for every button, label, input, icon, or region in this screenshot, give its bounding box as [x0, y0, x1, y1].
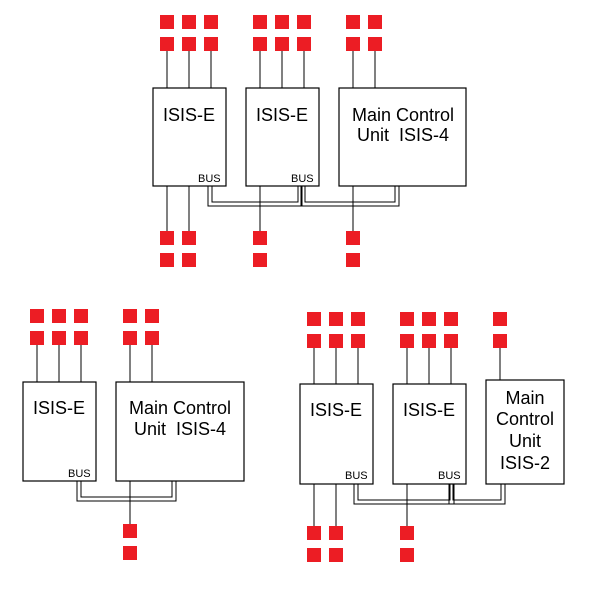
device-node	[52, 331, 66, 345]
device-node	[253, 37, 267, 51]
config-bottom-left: ISIS-E Main Control Unit ISIS-4 BUS	[22, 309, 245, 560]
device-node	[329, 312, 343, 326]
device-node	[123, 546, 137, 560]
isis-e-unit	[22, 381, 97, 482]
device-node	[351, 312, 365, 326]
isis-e-unit	[392, 383, 467, 485]
device-node	[444, 334, 458, 348]
device-node	[400, 548, 414, 562]
device-node	[204, 37, 218, 51]
unit-label: Main	[505, 388, 544, 408]
device-node	[275, 37, 289, 51]
device-node	[74, 309, 88, 323]
device-node	[253, 231, 267, 245]
bus-connector	[211, 186, 299, 203]
device-node	[346, 231, 360, 245]
bus-connector	[452, 484, 502, 501]
main-control-unit	[485, 379, 565, 485]
main-control-unit	[115, 381, 245, 482]
unit-label: ISIS-E	[33, 398, 85, 418]
device-node	[145, 331, 159, 345]
bus-connector	[80, 481, 173, 498]
device-node	[253, 15, 267, 29]
unit-label: Main Control	[352, 105, 454, 125]
unit-label: Control	[496, 409, 554, 429]
unit-label: Unit ISIS-4	[134, 419, 226, 439]
device-node	[329, 334, 343, 348]
bus-connector	[76, 481, 177, 502]
device-node	[493, 312, 507, 326]
device-node	[160, 253, 174, 267]
device-node	[422, 334, 436, 348]
device-node	[182, 37, 196, 51]
unit-label: ISIS-2	[500, 453, 550, 473]
device-node	[253, 253, 267, 267]
device-node	[52, 309, 66, 323]
unit-label: Unit ISIS-4	[357, 125, 449, 145]
device-node	[307, 548, 321, 562]
unit-label: ISIS-E	[403, 400, 455, 420]
main-control-unit	[338, 87, 467, 187]
device-node	[123, 309, 137, 323]
isis-e-unit	[245, 87, 320, 187]
bus-label: BUS	[68, 468, 91, 480]
bus-connector	[448, 484, 506, 505]
device-node	[123, 331, 137, 345]
device-node	[346, 253, 360, 267]
bus-label: BUS	[198, 173, 221, 185]
device-node	[297, 37, 311, 51]
device-node	[307, 334, 321, 348]
device-node	[307, 526, 321, 540]
device-node	[400, 312, 414, 326]
device-node	[346, 15, 360, 29]
unit-label: ISIS-E	[163, 105, 215, 125]
bus-connector	[207, 186, 303, 207]
device-node	[400, 526, 414, 540]
bus-connector	[353, 484, 455, 505]
device-node	[160, 15, 174, 29]
isis-e-unit	[299, 383, 374, 485]
bus-label: BUS	[345, 470, 368, 482]
device-node	[182, 15, 196, 29]
device-node	[145, 309, 159, 323]
device-node	[160, 37, 174, 51]
device-node	[307, 312, 321, 326]
config-top: ISIS-E ISIS-E Main Control Unit ISIS-4 B…	[152, 15, 467, 267]
device-node	[30, 309, 44, 323]
device-node	[204, 15, 218, 29]
device-node	[351, 334, 365, 348]
unit-label: ISIS-E	[310, 400, 362, 420]
unit-label: Unit	[509, 431, 541, 451]
device-node	[329, 526, 343, 540]
device-node	[329, 548, 343, 562]
bus-connector	[300, 186, 400, 207]
device-node	[74, 331, 88, 345]
device-node	[123, 524, 137, 538]
device-node	[368, 15, 382, 29]
device-node	[368, 37, 382, 51]
device-node	[493, 334, 507, 348]
bus-connector	[357, 484, 451, 501]
device-node	[30, 331, 44, 345]
device-node	[160, 231, 174, 245]
unit-label: ISIS-E	[256, 105, 308, 125]
bus-label: BUS	[438, 470, 461, 482]
device-node	[346, 37, 360, 51]
unit-label: Main Control	[129, 398, 231, 418]
device-node	[275, 15, 289, 29]
config-bottom-right: ISIS-E ISIS-E Main Control Unit ISIS-2 B…	[299, 312, 565, 562]
device-node	[444, 312, 458, 326]
bus-label: BUS	[291, 173, 314, 185]
device-node	[182, 231, 196, 245]
device-node	[297, 15, 311, 29]
device-node	[422, 312, 436, 326]
device-node	[400, 334, 414, 348]
bus-connector	[304, 186, 396, 203]
device-node	[182, 253, 196, 267]
isis-e-unit	[152, 87, 227, 187]
